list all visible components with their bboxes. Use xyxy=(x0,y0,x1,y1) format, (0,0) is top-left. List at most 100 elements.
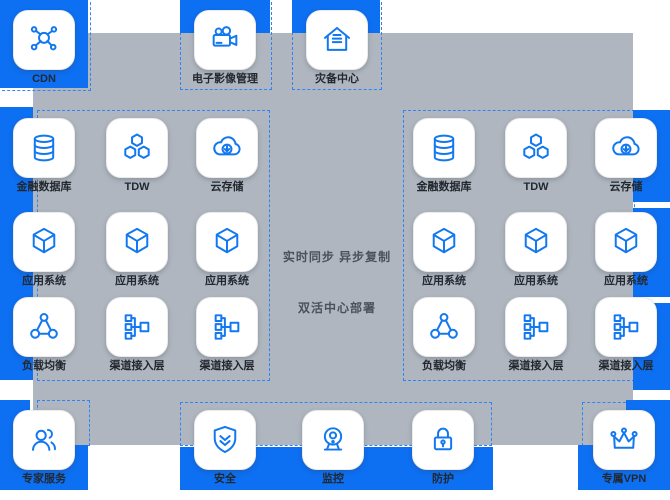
node-right-app-3: 应用系统 xyxy=(580,212,670,288)
tdw-card xyxy=(106,118,168,178)
load-balancer-card xyxy=(413,297,475,357)
node-label: 云存储 xyxy=(210,181,244,193)
hexagons-tdw-icon xyxy=(120,131,154,165)
node-label: 电子影像管理 xyxy=(192,73,258,85)
node-disaster-recovery: 灾备中心 xyxy=(291,10,383,86)
node-label: 金融数据库 xyxy=(16,181,72,193)
node-left-channel-2: 渠道接入层 xyxy=(181,297,273,373)
webcam-card xyxy=(302,410,364,470)
cube-icon xyxy=(427,225,461,259)
cloud-storage-card xyxy=(196,118,258,178)
imaging-section-border xyxy=(180,0,272,90)
channel-card xyxy=(196,297,258,357)
tdw-card xyxy=(505,118,567,178)
database-card xyxy=(413,118,475,178)
node-label: 专家服务 xyxy=(22,473,66,485)
node-label: 渠道接入层 xyxy=(598,360,654,372)
shield-check-icon xyxy=(208,423,242,457)
node-right-channel-1: 渠道接入层 xyxy=(490,297,582,373)
channel-tree-icon xyxy=(519,310,553,344)
cube-icon xyxy=(27,225,61,259)
cube-icon xyxy=(120,225,154,259)
database-icon xyxy=(427,131,461,165)
node-left-cloud-storage: 云存储 xyxy=(181,118,273,194)
hexagons-tdw-icon xyxy=(519,131,553,165)
app-card xyxy=(196,212,258,272)
node-right-database: 金融数据库 xyxy=(398,118,490,194)
channel-tree-icon xyxy=(609,310,643,344)
node-label: 应用系统 xyxy=(604,275,648,287)
node-dedicated-vpn: 专属VPN xyxy=(578,410,670,486)
load-balancer-card xyxy=(13,297,75,357)
node-right-app-1: 应用系统 xyxy=(398,212,490,288)
node-label: 渠道接入层 xyxy=(199,360,255,372)
node-label: 金融数据库 xyxy=(416,181,472,193)
node-label: 监控 xyxy=(322,473,344,485)
node-label: TDW xyxy=(523,181,549,193)
node-label: CDN xyxy=(32,73,56,85)
node-left-app-1: 应用系统 xyxy=(0,212,90,288)
node-left-tdw: TDW xyxy=(91,118,183,194)
load-balancer-icon xyxy=(427,310,461,344)
crown-card xyxy=(593,410,655,470)
node-label: 应用系统 xyxy=(115,275,159,287)
node-right-channel-2: 渠道接入层 xyxy=(580,297,670,373)
channel-card xyxy=(505,297,567,357)
app-card xyxy=(13,212,75,272)
cdn-card xyxy=(13,10,75,70)
cdn-section-border xyxy=(0,0,91,91)
cube-icon xyxy=(519,225,553,259)
dr-card xyxy=(306,10,368,70)
node-label: 应用系统 xyxy=(422,275,466,287)
cloud-download-icon xyxy=(609,131,643,165)
node-label: 负载均衡 xyxy=(422,360,466,372)
dr-section-border xyxy=(292,0,382,90)
app-card xyxy=(413,212,475,272)
node-label: 专属VPN xyxy=(601,473,647,485)
node-imaging: 电子影像管理 xyxy=(179,10,271,86)
node-label: TDW xyxy=(124,181,150,193)
node-label: 应用系统 xyxy=(205,275,249,287)
disaster-recovery-house-icon xyxy=(320,23,354,57)
node-protection: 防护 xyxy=(397,410,489,486)
users-icon xyxy=(27,423,61,457)
shield-card xyxy=(194,410,256,470)
node-right-cloud-storage: 云存储 xyxy=(580,118,670,194)
channel-tree-icon xyxy=(210,310,244,344)
webcam-icon xyxy=(316,423,350,457)
padlock-icon xyxy=(426,423,460,457)
deployment-caption: 双活中心部署 xyxy=(297,301,377,315)
node-label: 应用系统 xyxy=(22,275,66,287)
app-card xyxy=(106,212,168,272)
node-monitoring: 监控 xyxy=(287,410,379,486)
node-label: 安全 xyxy=(214,473,236,485)
users-card xyxy=(13,410,75,470)
node-label: 云存储 xyxy=(609,181,643,193)
node-cdn: CDN xyxy=(0,10,90,86)
crown-icon xyxy=(607,423,641,457)
node-right-load-balancer: 负载均衡 xyxy=(398,297,490,373)
channel-card xyxy=(106,297,168,357)
database-card xyxy=(13,118,75,178)
database-icon xyxy=(27,131,61,165)
channel-card xyxy=(595,297,657,357)
node-right-tdw: TDW xyxy=(490,118,582,194)
app-card xyxy=(505,212,567,272)
channel-tree-icon xyxy=(120,310,154,344)
padlock-card xyxy=(412,410,474,470)
node-left-database: 金融数据库 xyxy=(0,118,90,194)
app-card xyxy=(595,212,657,272)
cube-icon xyxy=(210,225,244,259)
node-right-app-2: 应用系统 xyxy=(490,212,582,288)
node-label: 灾备中心 xyxy=(315,73,359,85)
cloud-download-icon xyxy=(210,131,244,165)
imaging-card xyxy=(194,10,256,70)
node-label: 防护 xyxy=(432,473,454,485)
node-left-app-3: 应用系统 xyxy=(181,212,273,288)
node-label: 负载均衡 xyxy=(22,360,66,372)
node-label: 应用系统 xyxy=(514,275,558,287)
node-left-load-balancer: 负载均衡 xyxy=(0,297,90,373)
node-left-app-2: 应用系统 xyxy=(91,212,183,288)
node-label: 渠道接入层 xyxy=(109,360,165,372)
